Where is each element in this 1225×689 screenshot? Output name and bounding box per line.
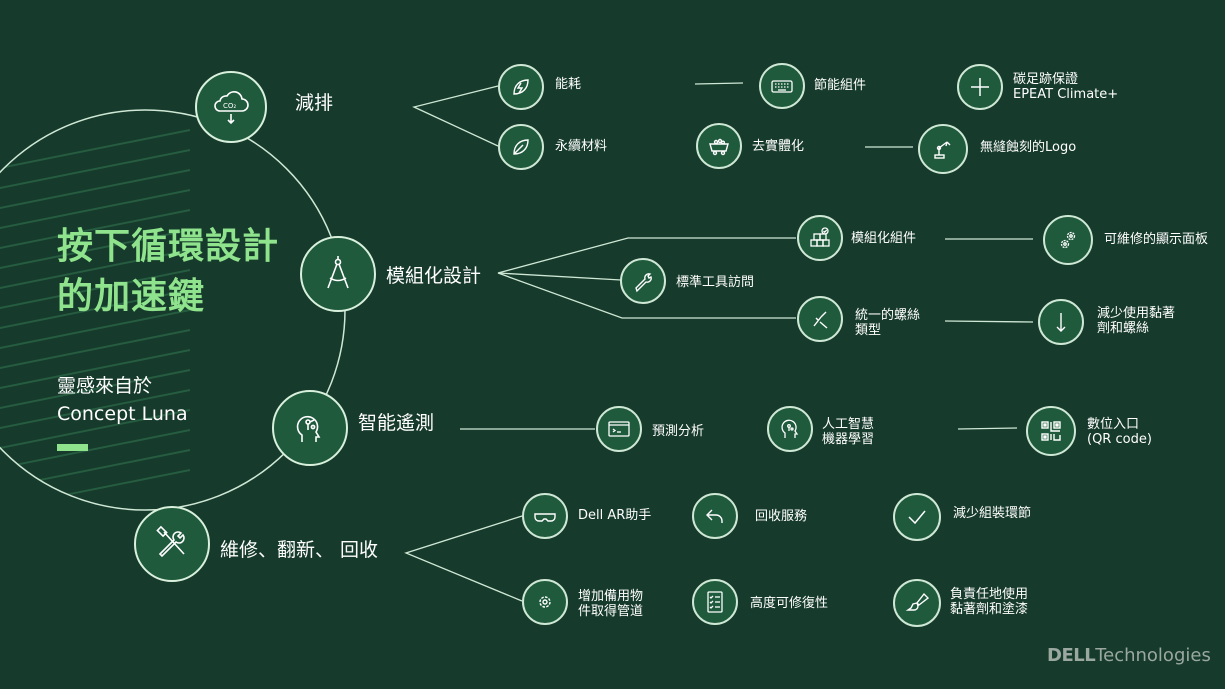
label-spare-line1: 增加備用物 bbox=[578, 589, 644, 604]
svg-text:CO₂: CO₂ bbox=[223, 102, 236, 110]
label-energy: 能耗 bbox=[555, 77, 582, 92]
return-arrow-icon bbox=[692, 493, 738, 539]
blocks-icon bbox=[797, 215, 843, 261]
ai-head-icon bbox=[272, 390, 348, 466]
ar-glasses-icon bbox=[522, 493, 568, 539]
label-screws-line1: 統一的螺絲 bbox=[855, 308, 921, 323]
label-screws: 統一的螺絲 類型 bbox=[855, 308, 920, 338]
logo-brand: DELL bbox=[1047, 645, 1096, 666]
qr-code-icon bbox=[1026, 406, 1076, 456]
co2-cloud-icon: CO₂ bbox=[195, 71, 267, 143]
category-modular: 模組化設計 bbox=[386, 265, 482, 287]
label-energy-parts: 節能組件 bbox=[814, 78, 867, 93]
subtitle-line1: 靈感來自於 bbox=[57, 375, 153, 397]
label-screws-line2: 類型 bbox=[855, 323, 882, 338]
main-title: 按下循環設計 的加速鍵 bbox=[57, 222, 279, 322]
subtitle-line2: Concept Luna bbox=[57, 403, 188, 425]
label-ar-assist: Dell AR助手 bbox=[578, 508, 652, 523]
gears-icon bbox=[1043, 215, 1093, 265]
label-ai: 人工智慧 機器學習 bbox=[822, 417, 874, 447]
category-telemetry: 智能遙測 bbox=[358, 412, 435, 434]
label-dematerial: 去實體化 bbox=[752, 139, 805, 154]
wrench-icon bbox=[620, 258, 666, 304]
label-spare-line2: 件取得管道 bbox=[578, 604, 644, 619]
label-logo-etch: 無縫蝕刻的Logo bbox=[980, 140, 1077, 155]
label-recycle-service: 回收服務 bbox=[755, 509, 808, 524]
label-ai-line2: 機器學習 bbox=[822, 432, 875, 447]
terminal-icon bbox=[596, 406, 642, 452]
label-portal: 數位入口 (QR code) bbox=[1087, 417, 1152, 447]
label-adhesive: 減少使用黏著 劑和螺絲 bbox=[1097, 306, 1175, 336]
label-portal-line1: 數位入口 bbox=[1087, 417, 1140, 432]
plus-icon bbox=[957, 64, 1003, 110]
label-adhesive-line2: 劑和螺絲 bbox=[1097, 321, 1150, 336]
keyboard-icon bbox=[759, 63, 805, 109]
label-responsible-line2: 黏著劑和塗漆 bbox=[950, 602, 1029, 617]
mine-cart-icon bbox=[696, 123, 742, 169]
leaf-icon bbox=[498, 124, 544, 170]
label-modular-parts: 模組化組件 bbox=[851, 231, 917, 246]
main-title-line1: 按下循環設計 bbox=[57, 226, 280, 267]
label-sustainable: 永續材料 bbox=[555, 139, 608, 154]
label-repairability: 高度可修復性 bbox=[750, 596, 829, 611]
label-adhesive-line1: 減少使用黏著 bbox=[1097, 306, 1176, 321]
dell-technologies-logo: DELLTechnologies bbox=[1047, 645, 1211, 666]
gear-icon bbox=[522, 579, 568, 625]
label-ai-line1: 人工智慧 bbox=[822, 417, 875, 432]
tools-icon bbox=[134, 506, 210, 582]
label-carbon-line2: EPEAT Climate+ bbox=[1013, 87, 1119, 102]
leaf-energy-icon bbox=[498, 64, 544, 110]
category-emissions: 減排 bbox=[295, 92, 334, 114]
hatch-pattern bbox=[0, 129, 191, 510]
checklist-icon bbox=[692, 579, 738, 625]
label-carbon-line1: 碳足跡保證 bbox=[1013, 72, 1079, 87]
accent-bar bbox=[57, 444, 88, 451]
logo-suffix: Technologies bbox=[1095, 645, 1211, 666]
screwdriver-icon bbox=[797, 296, 843, 342]
category-repair: 維修、翻新、 回收 bbox=[220, 539, 379, 561]
subtitle: 靈感來自於 Concept Luna bbox=[57, 372, 188, 428]
label-std-tools: 標準工具訪問 bbox=[676, 275, 755, 290]
label-spare: 增加備用物 件取得管道 bbox=[578, 589, 643, 619]
label-responsible: 負責任地使用 黏著劑和塗漆 bbox=[950, 587, 1028, 617]
checkmark-icon bbox=[893, 493, 941, 541]
label-reduce-assembly: 減少組裝環節 bbox=[953, 506, 1032, 521]
label-portal-line2: (QR code) bbox=[1087, 432, 1152, 447]
arrow-down-icon bbox=[1038, 299, 1084, 345]
robot-arm-icon bbox=[918, 124, 968, 174]
label-predictive: 預測分析 bbox=[652, 424, 705, 439]
brain-head-icon bbox=[767, 406, 813, 452]
label-responsible-line1: 負責任地使用 bbox=[950, 587, 1029, 602]
label-display-panel: 可維修的顯示面板 bbox=[1104, 232, 1209, 247]
main-title-line2: 的加速鍵 bbox=[57, 276, 206, 317]
paint-brush-icon bbox=[893, 579, 941, 627]
compass-icon bbox=[300, 236, 376, 312]
label-carbon: 碳足跡保證 EPEAT Climate+ bbox=[1013, 72, 1118, 102]
